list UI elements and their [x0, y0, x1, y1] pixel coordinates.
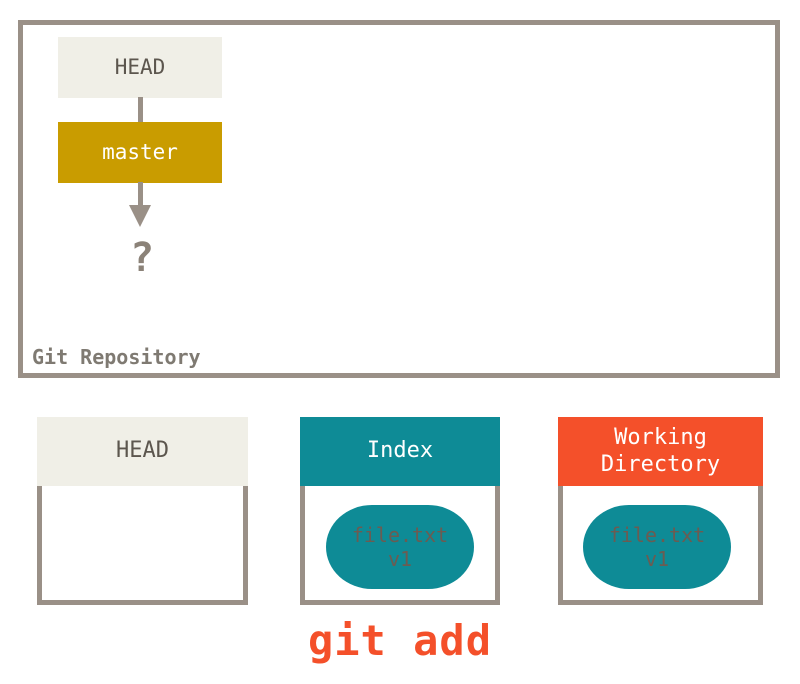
- index-area-header: Index: [300, 417, 500, 486]
- head-area-header: HEAD: [37, 417, 248, 486]
- repo-node-head-label: HEAD: [114, 55, 166, 80]
- index-area-body: [300, 486, 500, 605]
- git-repository-frame: [18, 20, 780, 378]
- index-area-title: Index: [366, 438, 434, 464]
- index-file-blob: file.txt v1: [326, 505, 474, 589]
- working-directory-file-blob: file.txt v1: [583, 505, 731, 589]
- working-directory-area-body: [558, 486, 763, 605]
- unknown-commit-placeholder: ?: [129, 235, 155, 281]
- working-directory-file-name: file.txt: [608, 523, 706, 547]
- git-repository-label: Git Repository: [32, 345, 201, 369]
- arrow-down-icon: [129, 205, 151, 227]
- head-area: HEAD: [37, 417, 248, 605]
- working-directory-area-title: Working Directory: [600, 425, 721, 477]
- repo-node-master-label: master: [102, 140, 178, 165]
- head-area-title: HEAD: [116, 438, 169, 464]
- repo-node-head: HEAD: [58, 37, 222, 98]
- index-file-name: file.txt: [351, 523, 449, 547]
- working-directory-area-header: Working Directory: [558, 417, 763, 486]
- connector-head-to-master: [138, 97, 143, 123]
- connector-master-to-commit: [138, 182, 143, 209]
- index-area: Index: [300, 417, 500, 605]
- index-file-version: v1: [387, 547, 413, 571]
- repo-node-master: master: [58, 122, 222, 183]
- working-directory-area: Working Directory: [558, 417, 763, 605]
- command-caption: git add: [307, 616, 492, 665]
- working-directory-file-version: v1: [644, 547, 670, 571]
- head-area-body: [37, 486, 248, 605]
